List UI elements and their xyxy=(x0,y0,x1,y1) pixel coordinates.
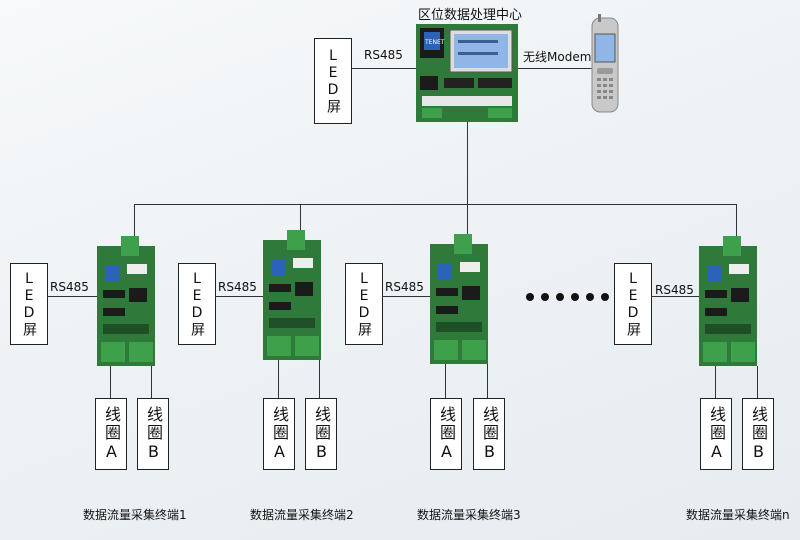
coil-b-wire xyxy=(151,366,152,398)
coil-a-box: 线圈A xyxy=(430,398,462,470)
center-led-label: LED屏 xyxy=(325,48,341,114)
coil-b-box: 线圈B xyxy=(742,398,774,470)
coil-b-wire xyxy=(319,360,320,398)
coil-b-box: 线圈B xyxy=(305,398,337,470)
mobile-phone-icon xyxy=(591,14,619,113)
coil-a-box: 线圈A xyxy=(263,398,295,470)
dot xyxy=(586,293,594,301)
terminal-caption: 数据流量采集终端n xyxy=(686,508,790,522)
terminal-caption: 数据流量采集终端2 xyxy=(250,508,354,522)
terminal-rs485-wire xyxy=(382,296,430,297)
terminal-led-label: LED屏 xyxy=(356,271,372,337)
coil-a-wire xyxy=(715,366,716,398)
center-led-screen: LED屏 xyxy=(314,38,352,124)
coil-a-box: 线圈A xyxy=(95,398,127,470)
bus-drop-1 xyxy=(134,204,135,240)
svg-text:TENET: TENET xyxy=(424,39,445,46)
terminal-led-label: LED屏 xyxy=(21,271,37,337)
bus-drop-n xyxy=(736,204,737,240)
terminal-led-label: LED屏 xyxy=(625,271,641,337)
modem-wire xyxy=(518,68,592,69)
terminal-rs485-label: RS485 xyxy=(655,283,694,297)
coil-a-label: 线圈A xyxy=(437,405,456,463)
center-rs485-label: RS485 xyxy=(364,48,403,62)
coil-a-label: 线圈A xyxy=(102,405,121,463)
coil-b-box: 线圈B xyxy=(137,398,169,470)
center-title: 区位数据处理中心 xyxy=(418,8,523,23)
collector-board xyxy=(699,236,757,366)
coil-a-wire xyxy=(110,366,111,398)
dot xyxy=(571,293,579,301)
dot xyxy=(601,293,609,301)
coil-b-label: 线圈B xyxy=(144,405,163,463)
terminal-led-screen: LED屏 xyxy=(614,263,652,345)
collector-board xyxy=(430,234,488,364)
terminal-rs485-label: RS485 xyxy=(385,280,424,294)
bus-drop-3 xyxy=(467,204,468,238)
coil-a-box: 线圈A xyxy=(700,398,732,470)
center-down-wire xyxy=(467,122,468,204)
coil-b-label: 线圈B xyxy=(312,405,331,463)
terminal-rs485-wire xyxy=(651,296,699,297)
collector-board xyxy=(263,230,321,360)
collector-board xyxy=(97,236,155,366)
coil-a-wire xyxy=(445,364,446,398)
terminal-rs485-label: RS485 xyxy=(50,280,89,294)
terminal-caption: 数据流量采集终端1 xyxy=(83,508,187,522)
bus-drop-2 xyxy=(300,204,301,234)
coil-b-wire xyxy=(757,366,758,398)
terminal-rs485-label: RS485 xyxy=(218,280,257,294)
terminal-rs485-wire xyxy=(215,296,263,297)
terminal-caption: 数据流量采集终端3 xyxy=(417,508,521,522)
modem-label: 无线Modem xyxy=(523,50,592,64)
bus-line xyxy=(134,204,736,205)
dot xyxy=(541,293,549,301)
coil-b-label: 线圈B xyxy=(749,405,768,463)
ellipsis-dots xyxy=(526,293,609,301)
coil-b-wire xyxy=(487,364,488,398)
terminal-led-label: LED屏 xyxy=(189,271,205,337)
data-center-controller: TENET xyxy=(416,24,518,122)
center-rs485-wire xyxy=(351,68,416,69)
coil-b-box: 线圈B xyxy=(473,398,505,470)
coil-a-label: 线圈A xyxy=(270,405,289,463)
terminal-led-screen: LED屏 xyxy=(345,263,383,345)
dot xyxy=(556,293,564,301)
coil-a-label: 线圈A xyxy=(707,405,726,463)
terminal-led-screen: LED屏 xyxy=(10,263,48,345)
dot xyxy=(526,293,534,301)
coil-a-wire xyxy=(278,360,279,398)
coil-b-label: 线圈B xyxy=(480,405,499,463)
terminal-rs485-wire xyxy=(47,296,97,297)
terminal-led-screen: LED屏 xyxy=(178,263,216,345)
